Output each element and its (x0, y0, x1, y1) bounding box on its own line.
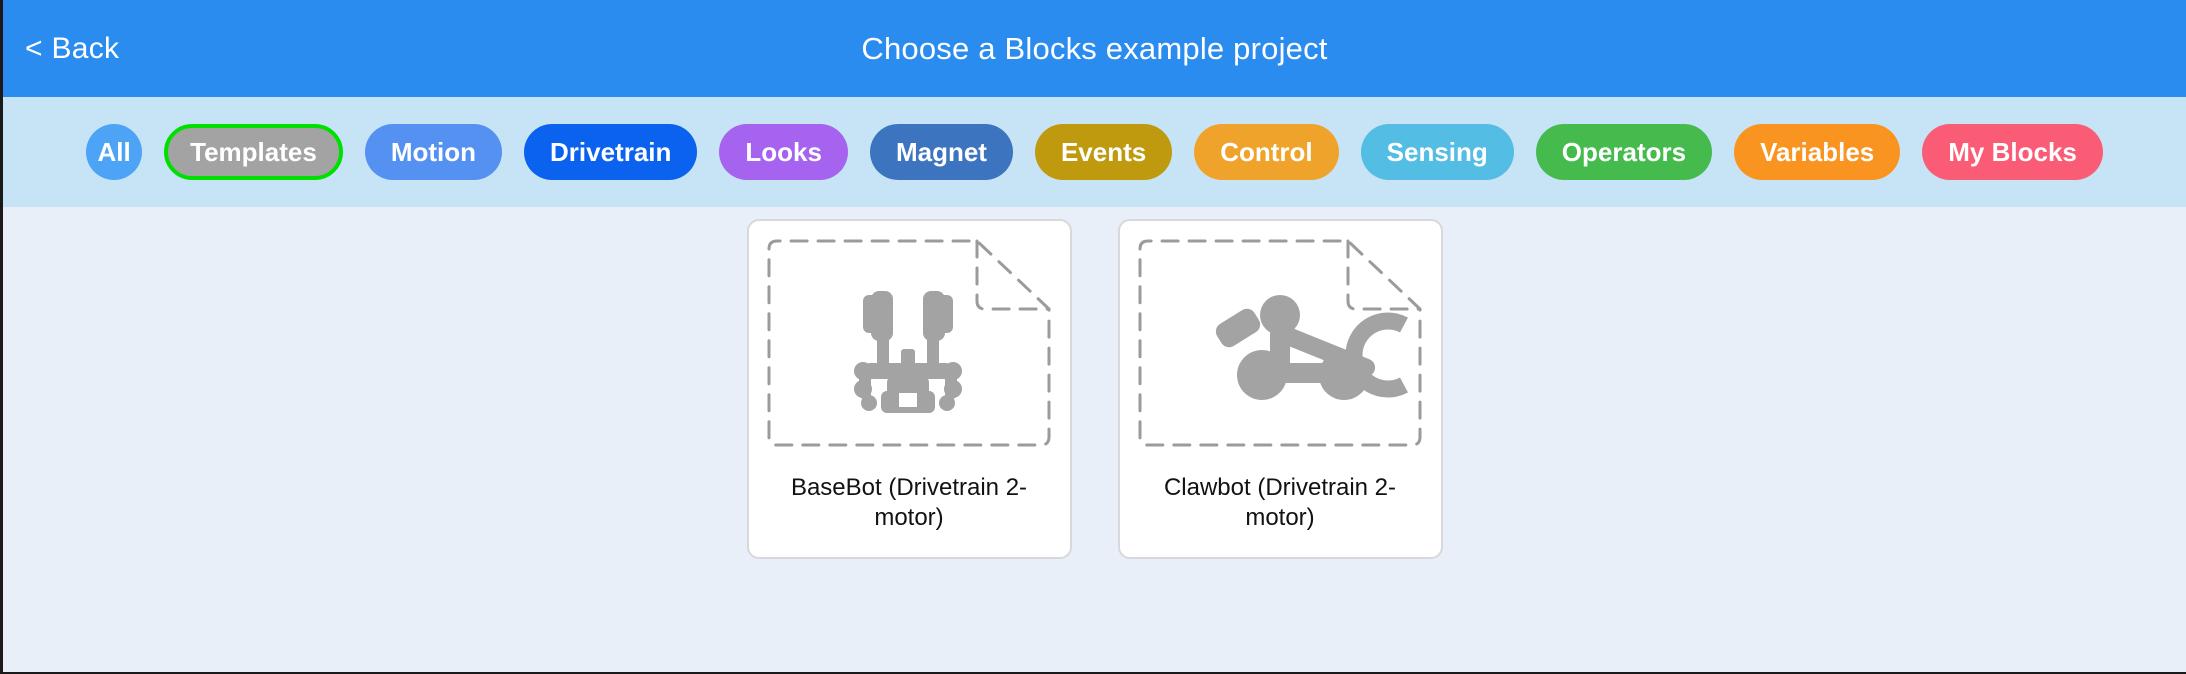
filter-pill-drivetrain[interactable]: Drivetrain (524, 124, 698, 180)
filter-pill-operators[interactable]: Operators (1535, 124, 1713, 180)
filter-pill-label: Looks (745, 136, 822, 167)
filter-pill-all[interactable]: All (86, 124, 143, 180)
filter-pill-motion[interactable]: Motion (364, 124, 502, 180)
basebot-robot-icon (767, 239, 1051, 447)
filter-pill-templates[interactable]: Templates (164, 124, 343, 180)
filter-pill-label: Templates (190, 136, 317, 167)
filter-pill-label: Events (1060, 136, 1147, 167)
filter-pill-events[interactable]: Events (1034, 124, 1173, 180)
filter-pill-looks[interactable]: Looks (719, 124, 848, 180)
page-title: Choose a Blocks example project (861, 30, 1328, 66)
filter-pill-sensing[interactable]: Sensing (1360, 124, 1514, 180)
category-filter-bar: All Templates Motion Drivetrain Looks Magnet E… (3, 97, 2186, 207)
filter-pill-label: Variables (1760, 136, 1875, 167)
filter-pill-label: Control (1220, 136, 1313, 167)
back-button[interactable]: < Back (25, 31, 120, 65)
project-grid: BaseBot (Drivetrain 2-motor) Clawbot (Dr… (3, 207, 2186, 672)
filter-pill-label: Drivetrain (550, 136, 672, 167)
project-card[interactable]: BaseBot (Drivetrain 2-motor) (746, 219, 1072, 559)
filter-pill-label: Motion (390, 136, 476, 167)
filter-pill-label: All (97, 136, 131, 167)
project-card-label: Clawbot (Drivetrain 2-motor) (1163, 474, 1397, 531)
filter-pill-label: Operators (1561, 136, 1687, 167)
header-bar: < Back Choose a Blocks example project (3, 0, 2186, 97)
project-card[interactable]: Clawbot (Drivetrain 2-motor) (1117, 219, 1443, 559)
filter-pill-my-blocks[interactable]: My Blocks (1922, 124, 2103, 180)
filter-pill-label: Magnet (895, 136, 987, 167)
filter-pill-label: Sensing (1386, 136, 1488, 167)
filter-pill-magnet[interactable]: Magnet (869, 124, 1013, 180)
filter-pill-control[interactable]: Control (1194, 124, 1339, 180)
project-card-label: BaseBot (Drivetrain 2-motor) (790, 474, 1028, 531)
filter-pill-label: My Blocks (1948, 136, 2077, 167)
project-thumbnail (763, 235, 1055, 451)
project-thumbnail (1134, 235, 1426, 451)
filter-pill-variables[interactable]: Variables (1734, 124, 1901, 180)
clawbot-robot-icon (1138, 239, 1422, 447)
